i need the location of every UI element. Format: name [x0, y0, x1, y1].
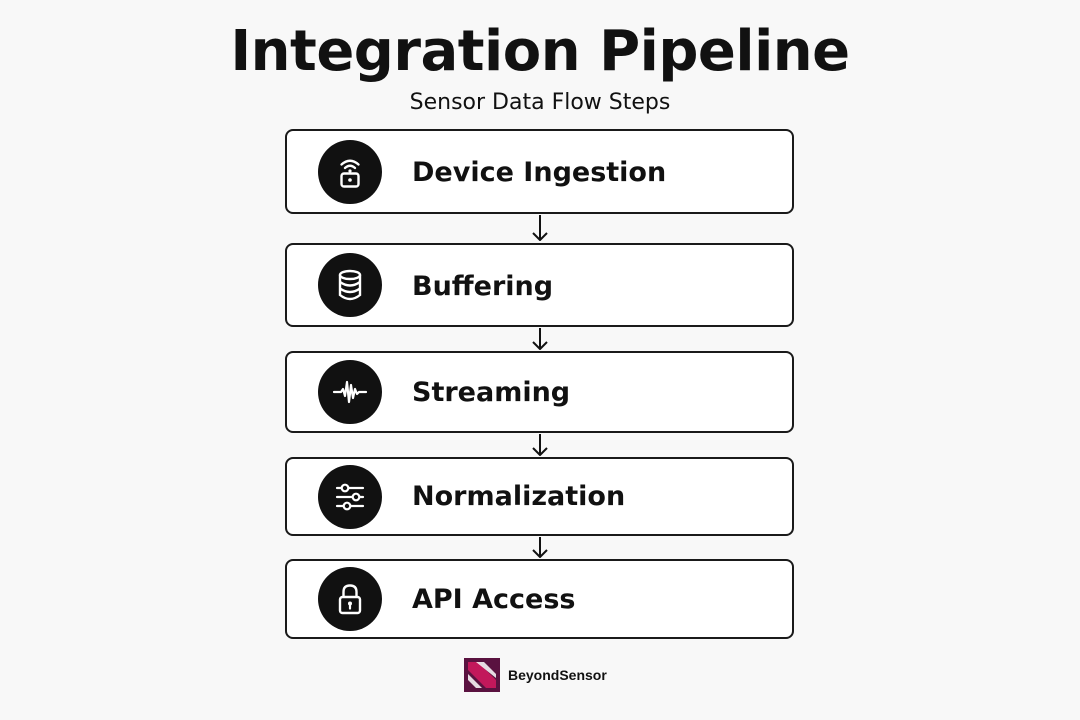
wifi-device-icon	[318, 140, 382, 204]
step-normalization: Normalization	[285, 457, 794, 536]
lock-icon	[318, 567, 382, 631]
arrow-down-icon	[532, 328, 548, 350]
diagram-title: Integration Pipeline	[230, 19, 850, 84]
step-label: API Access	[412, 584, 576, 615]
step-device-ingestion: Device Ingestion	[285, 129, 794, 214]
brand-name: BeyondSensor	[508, 667, 607, 683]
step-label: Device Ingestion	[412, 157, 667, 188]
step-label: Streaming	[412, 377, 571, 408]
step-buffering: Buffering	[285, 243, 794, 327]
step-streaming: Streaming	[285, 351, 794, 433]
arrow-down-icon	[532, 537, 548, 558]
arrow-down-icon	[532, 215, 548, 241]
diagram-subtitle: Sensor Data Flow Steps	[409, 90, 671, 115]
database-icon	[318, 253, 382, 317]
step-api-access: API Access	[285, 559, 794, 639]
waveform-icon	[318, 360, 382, 424]
step-label: Buffering	[412, 271, 554, 302]
sliders-icon	[318, 465, 382, 529]
arrow-down-icon	[532, 434, 548, 456]
beyondsensor-logo	[464, 658, 500, 692]
step-label: Normalization	[412, 481, 626, 512]
